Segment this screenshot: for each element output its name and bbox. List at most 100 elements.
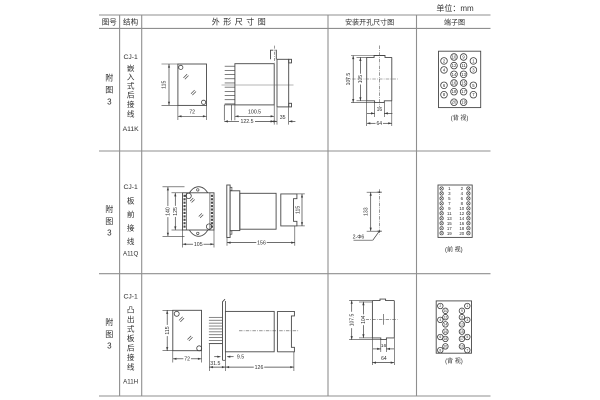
svg-text:13: 13 xyxy=(461,72,466,77)
svg-text:19: 19 xyxy=(460,345,464,349)
svg-text:7: 7 xyxy=(472,92,475,97)
svg-text:A11Q: A11Q xyxy=(123,251,139,258)
svg-text:14: 14 xyxy=(452,72,457,77)
svg-text:16: 16 xyxy=(459,221,464,226)
svg-text:出: 出 xyxy=(127,314,135,324)
svg-text:8: 8 xyxy=(461,201,464,206)
svg-text:126: 126 xyxy=(255,365,264,371)
svg-text:A11H: A11H xyxy=(123,379,138,386)
svg-text:附: 附 xyxy=(105,317,113,327)
svg-text:1: 1 xyxy=(466,304,468,308)
svg-text:14: 14 xyxy=(444,323,448,327)
svg-text:125: 125 xyxy=(173,207,179,216)
svg-text:图: 图 xyxy=(105,330,113,339)
svg-text:接: 接 xyxy=(127,99,135,109)
svg-text:18: 18 xyxy=(452,89,457,94)
svg-text:19: 19 xyxy=(461,100,466,105)
svg-text:10: 10 xyxy=(452,55,457,60)
svg-text:3: 3 xyxy=(466,318,468,322)
svg-text:10: 10 xyxy=(444,309,448,313)
svg-text:115: 115 xyxy=(162,80,168,88)
svg-text:12: 12 xyxy=(459,211,464,216)
svg-text:(前 视): (前 视) xyxy=(445,245,463,253)
svg-text:8: 8 xyxy=(439,348,441,352)
svg-text:140: 140 xyxy=(166,207,172,216)
svg-text:15: 15 xyxy=(461,81,466,86)
svg-text:(背 视): (背 视) xyxy=(445,357,463,365)
svg-text:5: 5 xyxy=(466,335,468,339)
svg-text:嵌: 嵌 xyxy=(127,64,135,73)
svg-text:16: 16 xyxy=(377,107,383,113)
svg-text:107.5: 107.5 xyxy=(349,313,355,326)
svg-text:156: 156 xyxy=(257,240,266,246)
svg-text:2: 2 xyxy=(461,186,464,191)
svg-text:4: 4 xyxy=(461,191,464,196)
svg-text:35: 35 xyxy=(280,115,286,121)
svg-text:2: 2 xyxy=(439,304,441,308)
svg-text:接: 接 xyxy=(127,223,135,233)
svg-text:6: 6 xyxy=(443,83,446,88)
svg-text:式: 式 xyxy=(127,324,135,334)
svg-text:2-Φ6: 2-Φ6 xyxy=(353,234,365,240)
svg-text:凸: 凸 xyxy=(127,306,135,315)
svg-text:19: 19 xyxy=(447,231,452,236)
svg-text:6: 6 xyxy=(461,196,464,201)
svg-text:11: 11 xyxy=(447,211,452,216)
svg-text:CJ-1: CJ-1 xyxy=(123,294,138,301)
svg-text:A11K: A11K xyxy=(123,126,140,133)
svg-text:20: 20 xyxy=(452,100,457,105)
svg-text:2: 2 xyxy=(443,58,446,63)
svg-text:线: 线 xyxy=(127,109,135,119)
svg-text:5: 5 xyxy=(472,83,475,88)
svg-text:式: 式 xyxy=(127,80,135,90)
svg-text:后: 后 xyxy=(127,90,135,100)
svg-text:3: 3 xyxy=(472,67,475,72)
svg-text:CJ-1: CJ-1 xyxy=(123,54,138,61)
svg-text:6: 6 xyxy=(439,335,441,339)
svg-text:122.5: 122.5 xyxy=(241,119,254,125)
svg-text:17: 17 xyxy=(447,226,452,231)
svg-text:105: 105 xyxy=(194,242,203,248)
svg-text:11: 11 xyxy=(461,63,466,68)
svg-text:105: 105 xyxy=(358,75,364,84)
svg-text:9: 9 xyxy=(448,206,451,211)
svg-text:100.5: 100.5 xyxy=(248,109,261,115)
svg-text:64: 64 xyxy=(381,356,387,362)
svg-text:16: 16 xyxy=(452,81,457,86)
svg-text:(背 视): (背 视) xyxy=(451,114,469,122)
svg-text:入: 入 xyxy=(127,73,135,82)
svg-text:17: 17 xyxy=(460,337,464,341)
svg-text:图: 图 xyxy=(105,86,113,95)
svg-text:端子图: 端子图 xyxy=(444,18,465,27)
svg-text:104: 104 xyxy=(361,315,367,324)
svg-text:13: 13 xyxy=(460,323,464,327)
svg-text:12: 12 xyxy=(444,315,448,319)
svg-text:16: 16 xyxy=(381,343,387,349)
svg-text:图: 图 xyxy=(105,217,113,226)
svg-text:7: 7 xyxy=(466,348,468,352)
svg-text:9: 9 xyxy=(462,55,465,60)
svg-text:115: 115 xyxy=(295,206,301,214)
svg-text:15: 15 xyxy=(447,221,452,226)
svg-text:17: 17 xyxy=(461,89,466,94)
svg-text:结构: 结构 xyxy=(123,17,139,27)
svg-text:3: 3 xyxy=(448,191,451,196)
svg-text:64: 64 xyxy=(376,121,382,127)
svg-text:9: 9 xyxy=(461,309,463,313)
svg-text:板: 板 xyxy=(127,196,135,206)
svg-text:外形尺寸图: 外形尺寸图 xyxy=(212,17,270,27)
svg-text:9.5: 9.5 xyxy=(237,355,244,361)
svg-text:4: 4 xyxy=(443,67,446,72)
svg-text:7: 7 xyxy=(448,201,451,206)
svg-text:附: 附 xyxy=(105,204,113,214)
svg-text:3: 3 xyxy=(107,342,112,351)
svg-text:板: 板 xyxy=(127,333,135,343)
svg-text:线: 线 xyxy=(127,362,135,372)
svg-text:CJ-1: CJ-1 xyxy=(123,184,138,191)
svg-text:3: 3 xyxy=(107,98,112,107)
svg-text:单位：mm: 单位：mm xyxy=(436,3,474,13)
svg-text:附: 附 xyxy=(105,73,113,83)
svg-text:20: 20 xyxy=(459,231,464,236)
svg-text:1: 1 xyxy=(448,186,451,191)
svg-text:3: 3 xyxy=(107,229,112,238)
